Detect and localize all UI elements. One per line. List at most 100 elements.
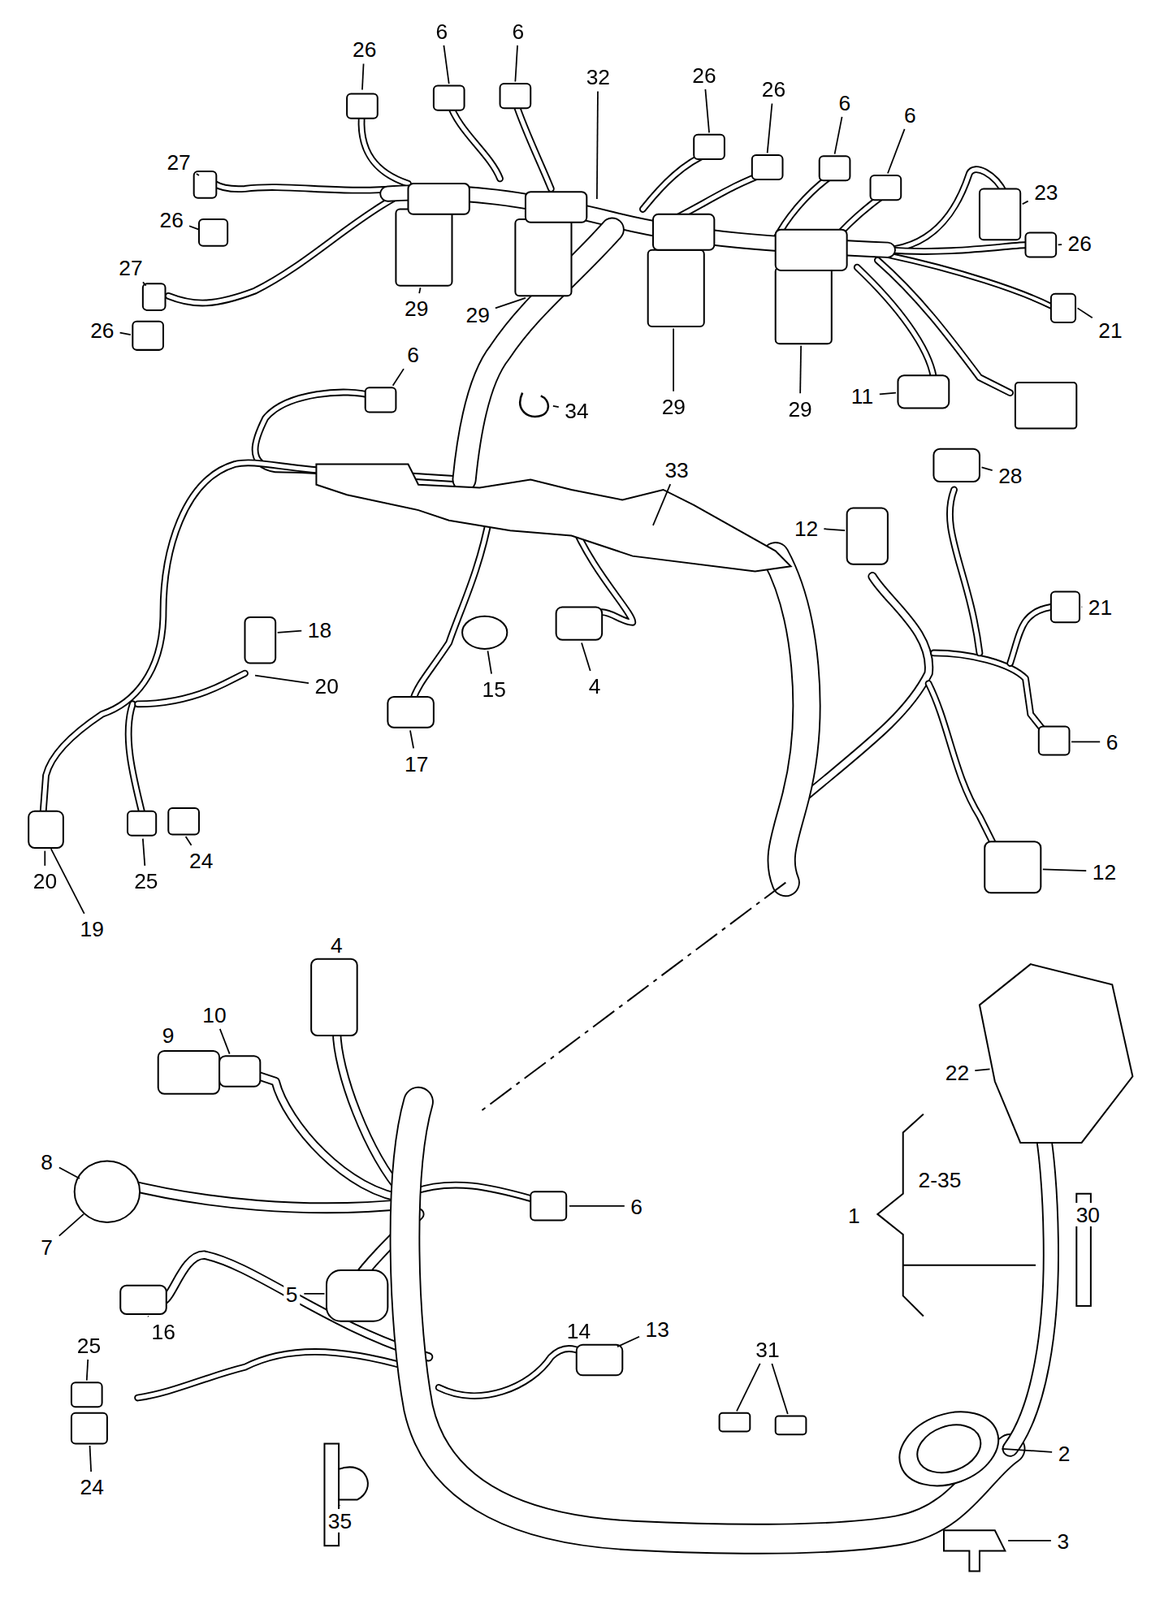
callout-number: 15	[480, 676, 508, 701]
callout-number: 25	[74, 1332, 103, 1357]
callout-number: 12	[791, 515, 820, 540]
leader-line	[393, 368, 404, 386]
leader-line	[1077, 307, 1093, 318]
leader-line	[410, 730, 414, 749]
callout-number: 14	[564, 1319, 593, 1343]
leader-line	[799, 346, 802, 394]
leader-line	[277, 631, 303, 633]
leader-line	[887, 129, 905, 174]
callout-number: 6	[433, 18, 451, 43]
leader-line	[823, 528, 845, 531]
callout-number: 27	[116, 255, 145, 280]
callout-number: 32	[584, 64, 612, 89]
leader-line	[189, 225, 200, 230]
callout-number: 20	[312, 674, 341, 698]
callout-number: 33	[662, 457, 691, 481]
leader-line	[255, 675, 309, 684]
callout-number: 6	[510, 18, 527, 43]
callout-number: 26	[759, 77, 788, 101]
callout-number: 12	[1090, 859, 1118, 883]
callout-number: 6	[405, 341, 422, 366]
callout-number: 28	[996, 463, 1025, 488]
leader-line	[487, 650, 492, 674]
callout-number: 23	[1032, 180, 1061, 204]
leader-line	[1090, 1228, 1092, 1230]
leader-line	[1008, 1540, 1052, 1542]
callout-number: 24	[187, 848, 216, 873]
callout-number: 7	[38, 1235, 56, 1260]
leader-line	[553, 406, 559, 407]
callout-number: 18	[305, 618, 334, 642]
leader-line	[142, 839, 145, 866]
callout-number: 29	[659, 394, 688, 419]
leader-line	[86, 1359, 88, 1381]
leader-line	[597, 90, 598, 200]
callout-number: 6	[628, 1194, 645, 1218]
leader-line	[443, 45, 449, 84]
callout-number: 26	[690, 62, 719, 87]
callout-number: 22	[943, 1060, 971, 1085]
leader-line	[147, 1315, 149, 1318]
callout-number: 10	[200, 1002, 229, 1026]
callout-number: 34	[562, 398, 591, 423]
leader-line	[186, 836, 192, 846]
leader-line	[1071, 740, 1100, 743]
leader-line	[419, 287, 420, 294]
leader-line	[362, 64, 364, 91]
leader-line	[1002, 1449, 1053, 1453]
callout-number: 25	[132, 869, 161, 893]
leader-line	[672, 328, 675, 391]
callout-number: 27	[164, 149, 193, 174]
callout-number: 31	[753, 1337, 782, 1361]
leader-line	[569, 1205, 625, 1208]
leader-line	[879, 393, 896, 395]
leader-line	[1081, 606, 1083, 609]
leader-line	[617, 1337, 640, 1347]
callout-number: 26	[88, 317, 117, 342]
leader-line	[1058, 243, 1062, 246]
callout-number: 6	[1103, 730, 1121, 754]
callout-number: 35	[325, 1508, 354, 1532]
leader-line	[59, 1168, 80, 1179]
leader-line	[974, 1068, 990, 1071]
callout-number: 29	[786, 396, 814, 420]
callout-number: 9	[160, 1022, 177, 1047]
callout-number: 5	[283, 1281, 300, 1306]
callout-number: 2	[1055, 1440, 1073, 1465]
callout-number: 19	[77, 917, 106, 941]
callout-number: 17	[402, 751, 431, 775]
leader-line	[581, 642, 591, 671]
leader-line	[59, 1214, 84, 1237]
leader-line	[196, 173, 200, 176]
callout-number: 20	[30, 869, 59, 893]
callout-number: 21	[1096, 317, 1125, 342]
leader-line	[495, 298, 526, 309]
callout-number: 16	[149, 1319, 178, 1344]
callout-number: 6	[901, 102, 918, 126]
leader-line	[43, 851, 46, 866]
leader-line	[835, 116, 843, 155]
leader-line	[1022, 201, 1029, 205]
callout-number: 8	[38, 1149, 56, 1173]
leader-line	[736, 1363, 761, 1411]
leader-line	[767, 103, 773, 154]
callout-number: 13	[643, 1316, 671, 1341]
leader-line	[514, 45, 518, 83]
callout-number: 24	[77, 1475, 106, 1499]
leader-line	[90, 1445, 92, 1472]
callout-number: 26	[1065, 231, 1094, 256]
leader-line	[220, 1029, 230, 1055]
callout-number: 30	[1073, 1202, 1102, 1226]
callout-number: 26	[157, 207, 186, 232]
leader-line	[653, 484, 671, 526]
callout-number: 1	[845, 1203, 862, 1228]
leader-line	[303, 1293, 325, 1295]
callout-number: 26	[350, 37, 379, 61]
leader-line	[981, 467, 992, 471]
leader-line	[338, 1504, 341, 1506]
callout-number: 3	[1055, 1528, 1072, 1553]
callout-number: 4	[328, 933, 345, 957]
leader-line	[1042, 869, 1087, 871]
